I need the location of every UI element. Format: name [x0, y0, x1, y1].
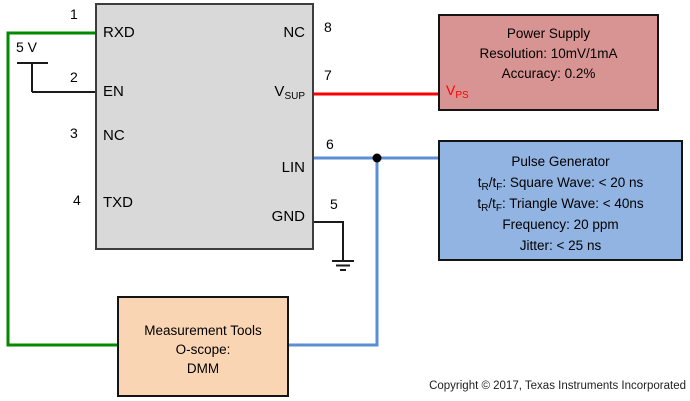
measurement-tools-oscope: O-scope: — [175, 342, 231, 357]
pin-label-vsup: VSUP — [274, 83, 305, 102]
pin-label-txd: TXD — [103, 194, 133, 211]
pin-label-nc-left: NC — [103, 127, 125, 144]
tr-base: t — [477, 196, 482, 211]
pin-number-4: 4 — [73, 192, 81, 208]
pulse-generator-frequency-spec: Frequency: 20 ppm — [502, 217, 619, 232]
pin-number-6: 6 — [326, 136, 334, 152]
tf-sub: F — [496, 182, 503, 193]
lin-junction-dot — [372, 153, 382, 163]
triangle-wave-text: : Triangle Wave: < 40ns — [501, 196, 644, 211]
power-supply-title: Power Supply — [506, 26, 591, 41]
pin-label-rxd: RXD — [103, 24, 135, 41]
measurement-tools-dmm: DMM — [186, 361, 220, 376]
power-supply-box: Power Supply Resolution: 10mV/1mA Accura… — [438, 14, 659, 111]
pin-number-2: 2 — [70, 69, 78, 85]
ic-block — [95, 3, 314, 250]
pulse-generator-jitter-spec: Jitter: < 25 ns — [519, 238, 602, 253]
tr-sub: R — [481, 203, 489, 214]
power-supply-accuracy: Accuracy: 0.2% — [501, 66, 596, 81]
vsup-base: V — [274, 83, 285, 100]
measurement-tools-box: Measurement Tools O-scope: DMM — [117, 296, 289, 397]
ground-symbol — [332, 260, 354, 271]
vsup-sub: SUP — [284, 91, 305, 102]
pin-number-5: 5 — [330, 196, 338, 212]
supply-5v-label: 5 V — [16, 39, 38, 55]
supply-5v-symbol — [17, 62, 95, 93]
tr-base: t — [477, 175, 482, 190]
tf-sub: F — [495, 203, 502, 214]
pin-number-8: 8 — [324, 19, 332, 35]
power-supply-resolution: Resolution: 10mV/1mA — [479, 46, 618, 61]
pin-number-3: 3 — [70, 125, 78, 141]
wire-rxd-to-measurement — [6, 31, 117, 347]
measurement-tools-title: Measurement Tools — [144, 323, 262, 338]
pin-number-1: 1 — [70, 6, 78, 22]
vps-terminal-sub: PS — [455, 90, 469, 101]
pin-label-en: EN — [103, 83, 124, 100]
vps-terminal-base: V — [446, 82, 456, 98]
pin-label-lin: LIN — [281, 159, 305, 176]
pulse-generator-title: Pulse Generator — [511, 154, 610, 169]
vps-terminal-label: VPS — [446, 82, 469, 101]
pin-number-7: 7 — [324, 67, 332, 83]
pin-label-nc-right: NC — [283, 24, 305, 41]
pulse-generator-square-wave-spec: tR/tF: Square Wave: < 20 ns — [440, 172, 681, 193]
tf-base: /t — [488, 196, 496, 211]
tf-base: /t — [488, 175, 497, 190]
wire-gnd — [314, 221, 344, 261]
pin-label-gnd: GND — [271, 208, 305, 225]
tr-sub: R — [481, 182, 489, 193]
pulse-generator-box: Pulse Generator tR/tF: Square Wave: < 20… — [438, 140, 683, 261]
square-wave-text: : Square Wave: < 20 ns — [502, 175, 644, 190]
copyright-text: Copyright © 2017, Texas Instruments Inco… — [429, 380, 686, 392]
pulse-generator-triangle-wave-spec: tR/tF: Triangle Wave: < 40ns — [440, 193, 681, 214]
